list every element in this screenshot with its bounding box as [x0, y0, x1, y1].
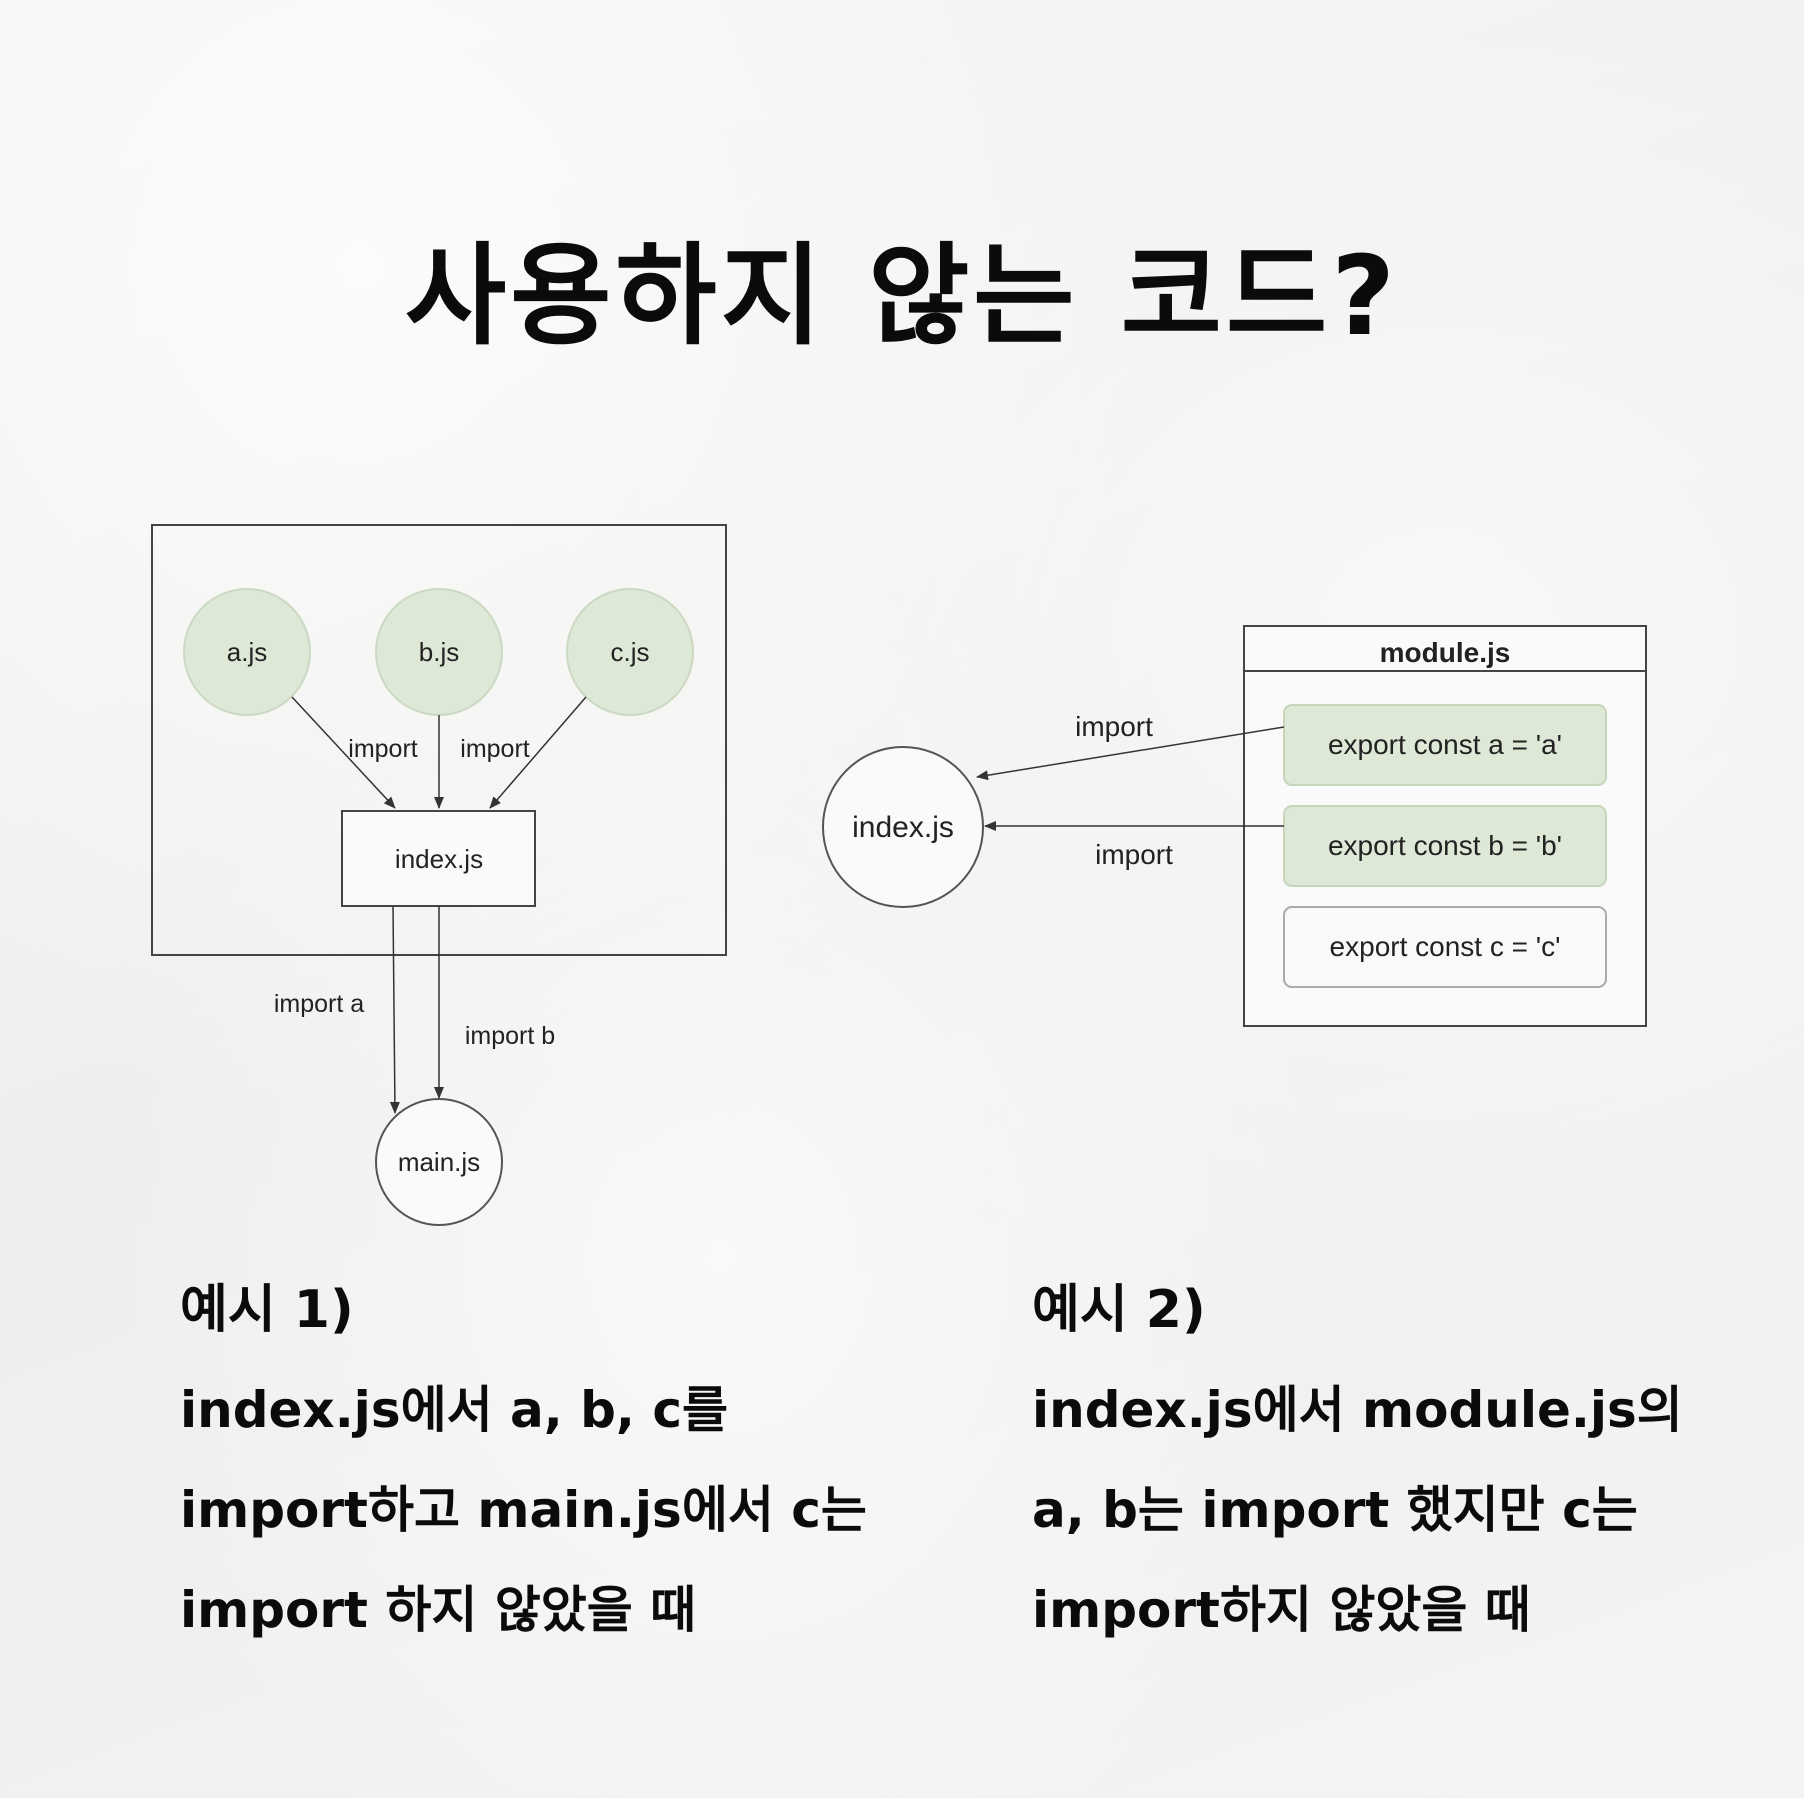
- caption-example-2: 예시 2) index.js에서 module.js의 a, b는 import…: [1032, 1260, 1683, 1660]
- export-c-label: export const c = 'c': [1330, 931, 1561, 962]
- node-main-js-label: main.js: [398, 1147, 480, 1177]
- caption-example-1-heading: 예시 1): [180, 1280, 354, 1340]
- node-index-js-2-label: index.js: [852, 811, 954, 844]
- page-title: 사용하지 않는 코드?: [405, 232, 1399, 360]
- edge-export-b-label: import: [1095, 839, 1173, 870]
- edge-main-a-label: import a: [274, 990, 364, 1018]
- node-main-js: [375, 1098, 503, 1226]
- edge-main-b-label: import b: [465, 1022, 555, 1050]
- edge-b-label: import: [460, 735, 530, 763]
- export-b-label: export const b = 'b': [1328, 830, 1562, 861]
- edge-export-a-label: import: [1075, 711, 1153, 742]
- node-b-js-label: b.js: [419, 637, 459, 667]
- node-a-js: [183, 588, 311, 716]
- edge-export-a-to-index: [976, 726, 1285, 781]
- caption-example-1-line-1: index.js에서 a, b, c를: [180, 1381, 728, 1439]
- node-index-js-box: [341, 810, 536, 907]
- edge-c-to-index: [489, 696, 587, 809]
- node-index-js-2: [822, 746, 984, 908]
- export-c-box: [1283, 906, 1607, 988]
- diagram-1: a.js b.js c.js import import index.js im…: [151, 524, 727, 1226]
- caption-example-1: 예시 1) index.js에서 a, b, c를 import하고 main.…: [180, 1260, 867, 1660]
- export-a-box: [1283, 704, 1607, 786]
- node-c-js: [566, 588, 694, 716]
- caption-example-2-heading: 예시 2): [1032, 1280, 1206, 1340]
- caption-example-1-line-2: import하고 main.js에서 c는: [180, 1481, 867, 1539]
- caption-example-1-line-3: import 하지 않았을 때: [180, 1581, 697, 1639]
- edge-a-label: import: [348, 735, 418, 763]
- node-a-js-label: a.js: [227, 637, 267, 667]
- export-a-label: export const a = 'a': [1328, 729, 1562, 760]
- caption-example-2-line-1: index.js에서 module.js의: [1032, 1381, 1683, 1439]
- module-js-title: module.js: [1380, 637, 1511, 668]
- edge-a-to-index: [291, 696, 396, 809]
- diagram-2: module.js export const a = 'a' export co…: [822, 625, 1647, 1027]
- node-c-js-label: c.js: [611, 637, 650, 667]
- caption-example-2-line-3: import하지 않았을 때: [1032, 1581, 1531, 1639]
- edge-index-to-main-a: [389, 905, 400, 1114]
- caption-example-2-line-2: a, b는 import 했지만 c는: [1032, 1481, 1638, 1539]
- export-b-box: [1283, 805, 1607, 887]
- node-index-js-label: index.js: [395, 844, 483, 874]
